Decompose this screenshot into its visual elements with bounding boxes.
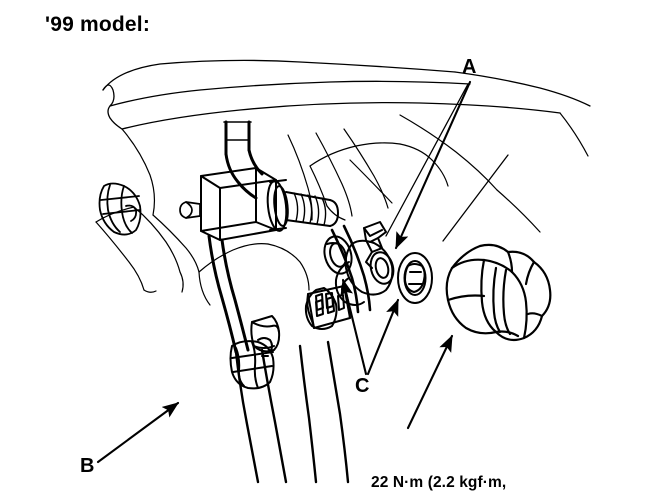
fitting-collar [266, 179, 289, 232]
retaining-clip [363, 221, 387, 269]
arrow-c-left [340, 278, 368, 376]
arrow-torque [406, 334, 454, 430]
banjo-union [334, 239, 395, 306]
arrow-a [394, 80, 472, 250]
regulator-body [200, 167, 277, 241]
torque-line-1: 22 N·m (2.2 kgf·m, [371, 473, 507, 491]
return-pipe [207, 234, 250, 354]
floor-panel-contours [95, 112, 589, 306]
leader-lines [385, 83, 509, 242]
callout-label-a: A [462, 56, 477, 78]
upper-tube-collar [223, 121, 252, 141]
callout-label-b: B [80, 455, 95, 477]
sealing-washer-upper [323, 235, 353, 275]
torque-specification: 22 N·m (2.2 kgf·m, 16 lbf·ft) [371, 437, 506, 498]
body-side-nipple [179, 201, 201, 219]
upper-inlet-tube [224, 120, 264, 200]
body-clamp-bracket [98, 182, 142, 236]
arrow-b [96, 401, 180, 464]
callout-label-c: C [355, 375, 370, 397]
arrow-c-right [366, 298, 400, 376]
vehicle-body-outline [102, 59, 591, 130]
hose-clamp [229, 337, 275, 390]
fuel-hose-right [298, 340, 350, 484]
pipe-joint-fitting [304, 287, 338, 330]
cap-nut-knob [445, 243, 552, 342]
sealing-washer-lower [397, 252, 433, 304]
callout-arrows [96, 80, 472, 464]
page-title: '99 model: [45, 13, 151, 36]
shaft-threads [293, 192, 327, 226]
